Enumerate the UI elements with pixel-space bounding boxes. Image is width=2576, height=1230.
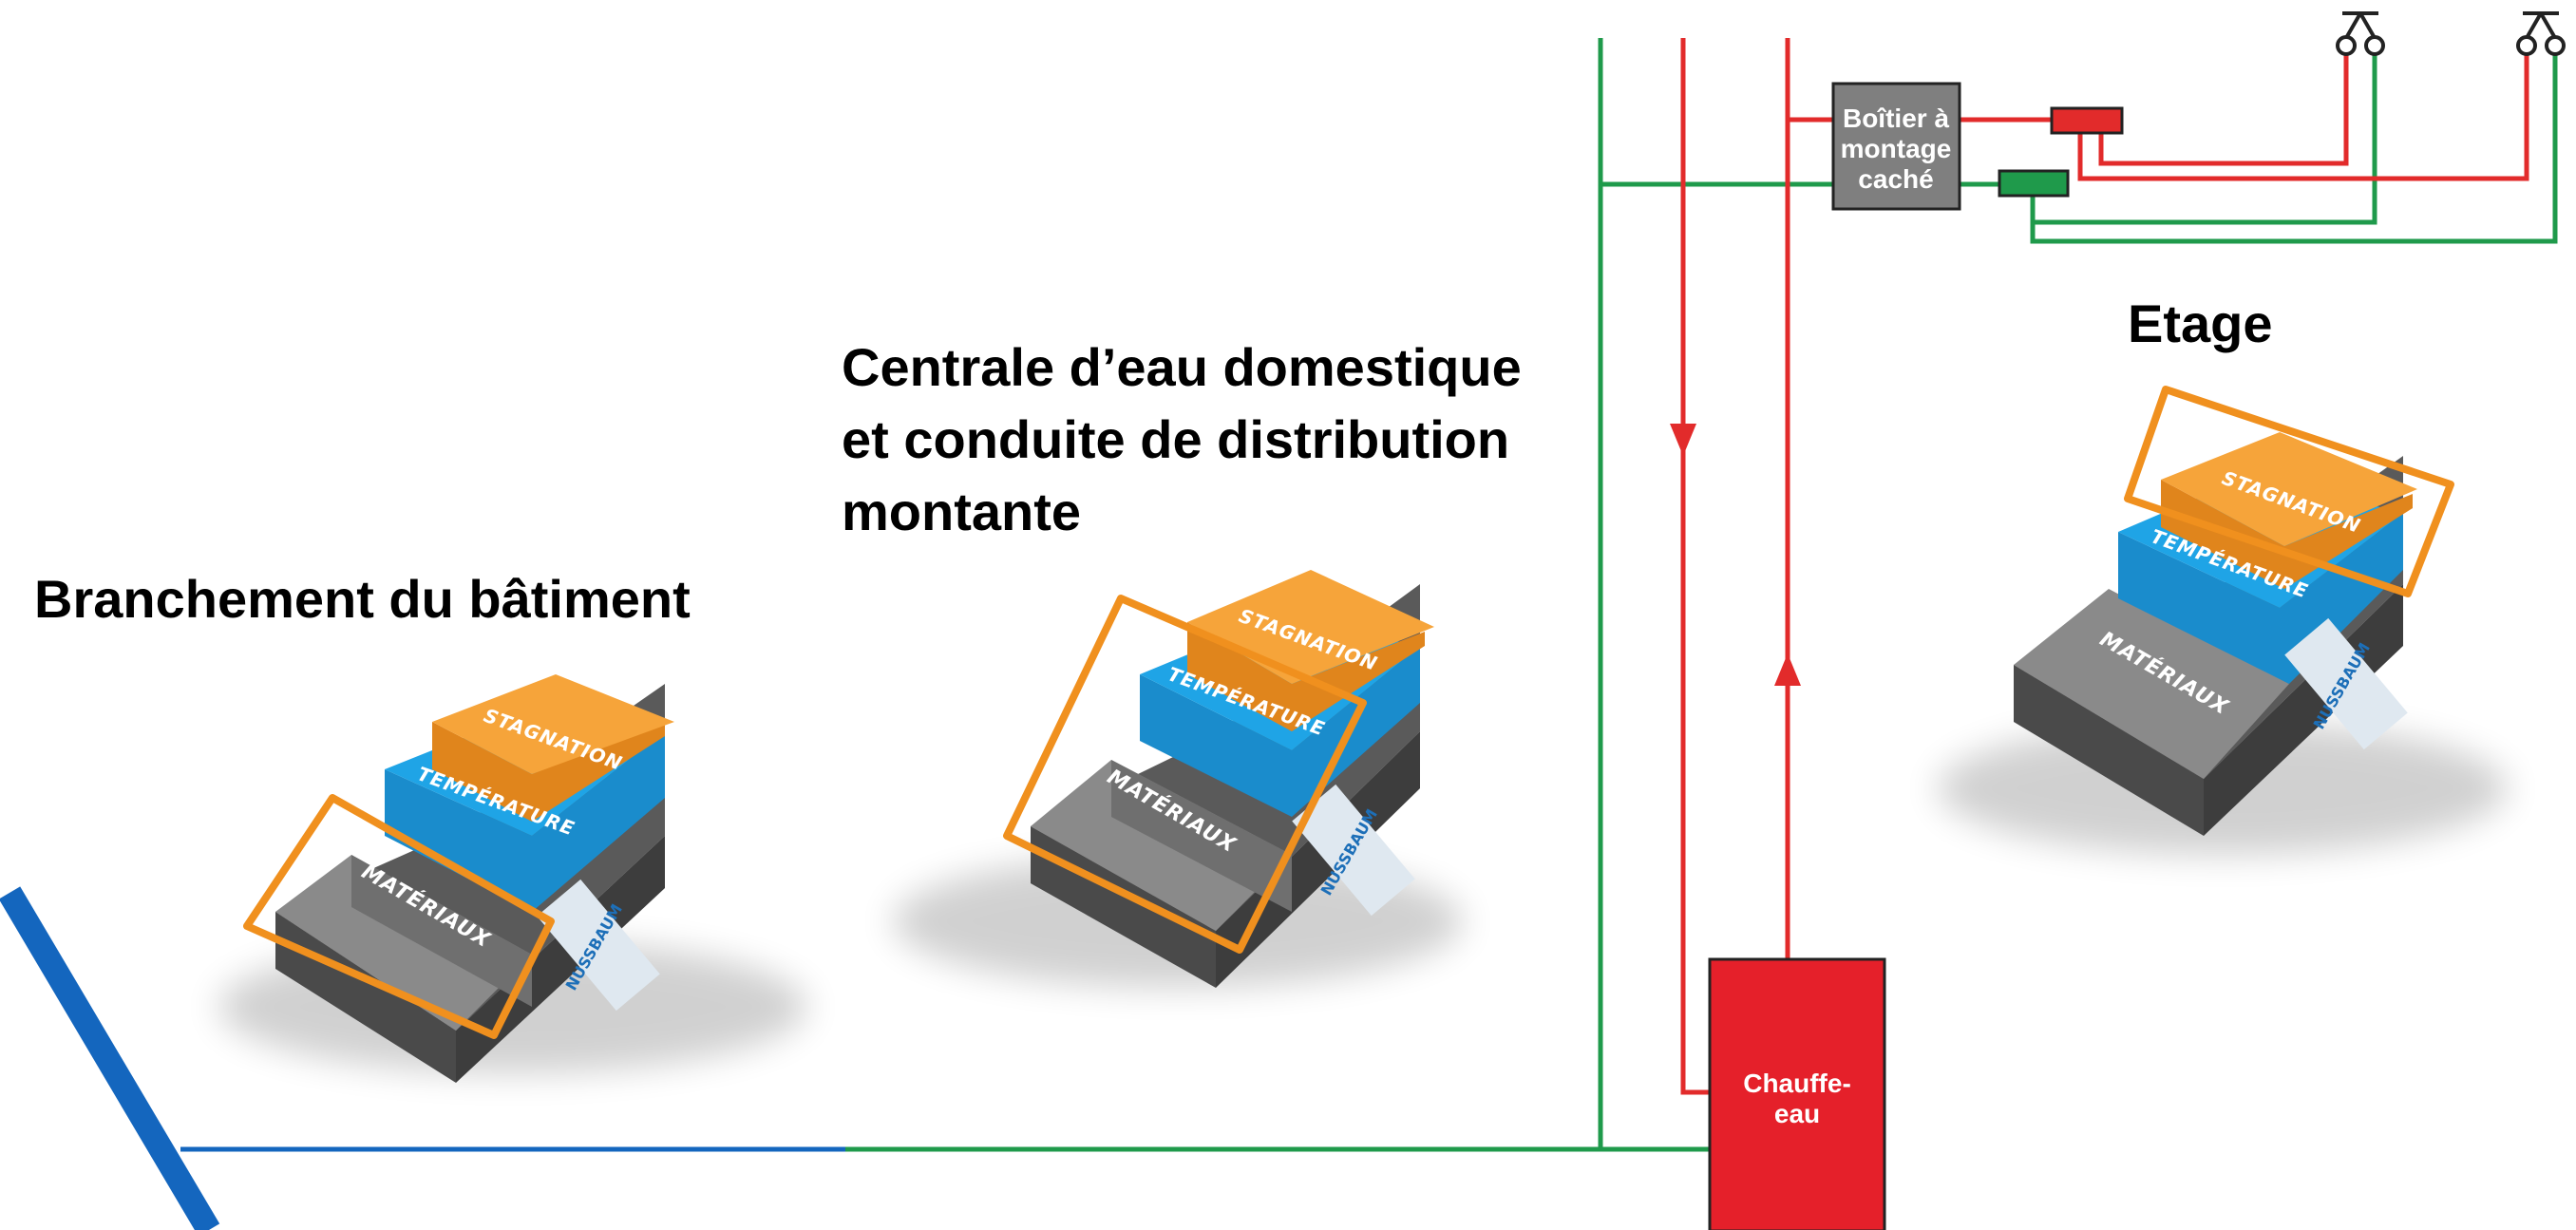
highlight-frame-stagnation bbox=[2124, 386, 2454, 597]
concealed-mounting-box: Boîtier à montage caché bbox=[1831, 82, 1961, 211]
risk-block-building: NUSSBAUM STAGNATION TEMPÉRATURE MATÉRIAU… bbox=[218, 674, 807, 1083]
floor-title: Etage bbox=[2128, 293, 2273, 353]
tap-icon bbox=[2336, 11, 2385, 56]
cold-water-connector bbox=[1998, 169, 2070, 198]
hot-water-connector bbox=[2050, 106, 2124, 135]
central-title-line-3: montante bbox=[842, 482, 1081, 541]
highlight-frame-temperature-materials bbox=[1003, 595, 1367, 954]
risk-block-central: NUSSBAUM STAGNATION TEMPÉRATURE MATÉRIAU… bbox=[893, 570, 1463, 988]
central-title-line-2: et conduite de distribution bbox=[842, 409, 1509, 469]
highlight-frame-materials bbox=[243, 794, 555, 1039]
flow-arrow-up bbox=[1774, 653, 1801, 686]
water-heater-line-1: Chauffe- bbox=[1743, 1069, 1851, 1098]
concealed-box-line-3: caché bbox=[1858, 164, 1933, 194]
cold-water-pipes bbox=[845, 38, 2558, 1152]
flow-arrow-down bbox=[1670, 424, 1696, 456]
building-connection-title: Branchement du bâtiment bbox=[34, 569, 691, 629]
tap-icon bbox=[2516, 11, 2566, 56]
water-heater: Chauffe- eau bbox=[1708, 957, 1886, 1230]
building-supply-pipe bbox=[0, 886, 845, 1230]
central-title-line-1: Centrale d’eau domestique bbox=[842, 337, 1522, 397]
water-heater-line-2: eau bbox=[1774, 1099, 1820, 1128]
concealed-box-line-1: Boîtier à bbox=[1843, 104, 1949, 133]
hot-water-pipes bbox=[1680, 38, 2529, 1095]
risk-block-floor: NUSSBAUM STAGNATION TEMPÉRATURE MATÉRIAU… bbox=[1938, 386, 2508, 855]
concealed-box-line-2: montage bbox=[1841, 134, 1952, 163]
